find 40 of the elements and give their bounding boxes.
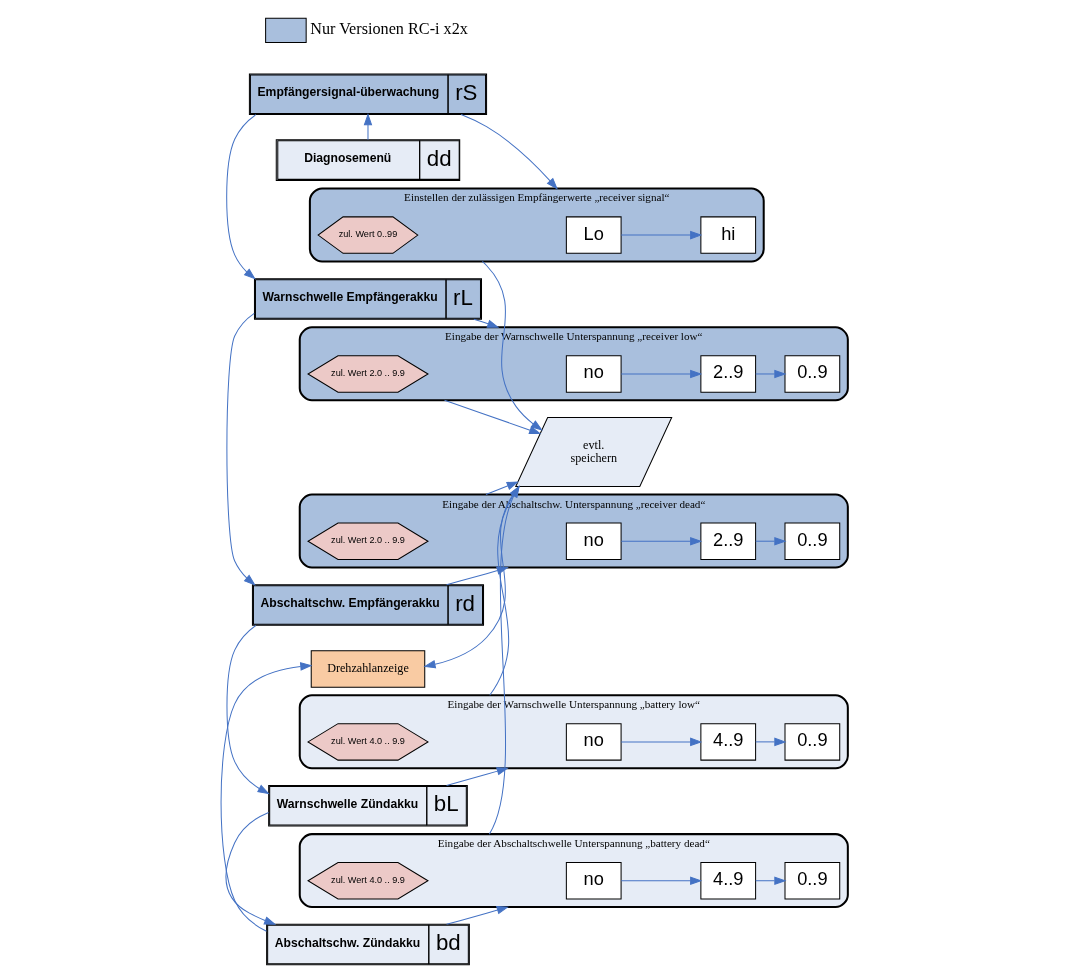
arrow (445, 906, 509, 925)
arrow (225, 625, 270, 795)
legend-label: Nur Versionen RC-i x2x (309, 20, 468, 39)
node-box: no (565, 522, 622, 560)
arrow (225, 312, 256, 586)
arrow (481, 260, 543, 431)
arrow (224, 811, 276, 925)
arrow (754, 737, 786, 747)
arrow (620, 230, 702, 240)
node-box: 2..9 (699, 355, 756, 393)
node-box: 0..9 (784, 862, 840, 900)
node-box: no (565, 723, 622, 761)
node-box: Lo (565, 216, 622, 254)
arrow (472, 318, 499, 328)
node-box: 0..9 (784, 355, 840, 393)
arrow (443, 399, 541, 435)
node-box: 0..9 (784, 723, 840, 761)
arrow (754, 876, 786, 885)
arrow (363, 112, 372, 141)
arrow (754, 369, 786, 379)
arrow (620, 369, 702, 379)
node-box: no (565, 355, 622, 393)
node-box: Drehzahlanzeige (310, 650, 425, 688)
arrow (220, 662, 312, 932)
node-box: 4..9 (699, 723, 756, 761)
arrow (422, 486, 520, 669)
arrow (484, 481, 519, 496)
node-box: 0..9 (784, 522, 840, 560)
arrow (754, 536, 786, 546)
node-box: 2..9 (699, 522, 756, 560)
arrow (460, 114, 558, 190)
arrow (620, 536, 702, 546)
node-box: no (565, 862, 622, 900)
node-box: 4..9 (699, 862, 756, 900)
arrow (488, 485, 520, 835)
arrow (225, 114, 256, 280)
arrow (620, 737, 702, 747)
arrow (620, 876, 702, 885)
arrow (488, 485, 520, 696)
node-box: hi (699, 216, 756, 254)
